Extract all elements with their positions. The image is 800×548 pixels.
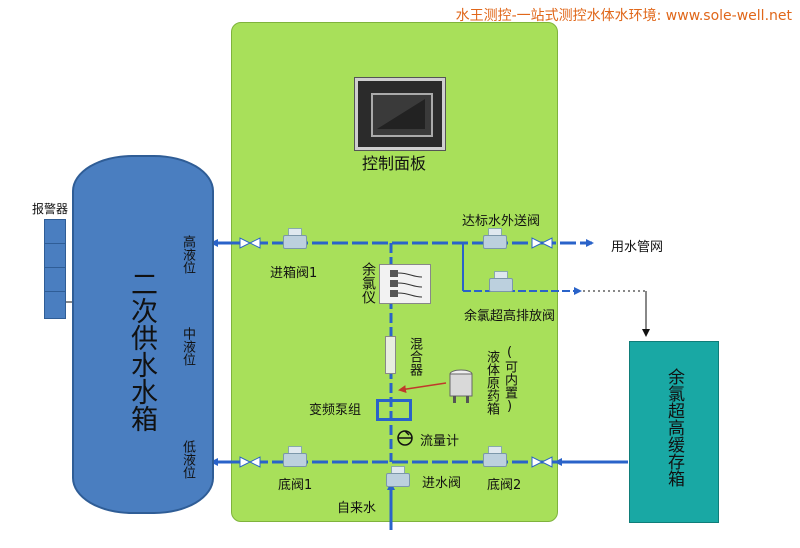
compliant-out-valve-icon (483, 228, 507, 249)
tank-title: 二次供水水箱 (126, 270, 157, 432)
dosing-arrow (398, 382, 447, 394)
bottom-valve-1-label: 底阀1 (278, 478, 313, 493)
valve-icon (531, 456, 553, 468)
user-network-label: 用水管网 (611, 240, 664, 255)
chlorine-meter-icon (379, 264, 431, 304)
buffer-tank-title: 余氯超高缓存箱 (664, 368, 684, 487)
reagent-box-icon (448, 368, 474, 404)
flow-meter-label: 流量计 (420, 434, 460, 449)
mixer-icon (385, 336, 396, 374)
control-panel-label: 控制面板 (362, 154, 427, 173)
inlet-valve-label: 进箱阀1 (270, 266, 318, 281)
bottom-valve-2-icon (483, 446, 507, 467)
mixer-label: 混合器 (407, 337, 422, 376)
high-level-label: 高液位 (180, 235, 195, 274)
watermark: 水王测控-一站式测控水体水环境: www.sole-well.net (455, 8, 792, 24)
pump-group-icon (376, 399, 412, 421)
reagent-box-label: 液体原药箱 (484, 350, 499, 415)
water-in-valve-icon (386, 466, 410, 487)
pump-group-label: 变频泵组 (309, 403, 362, 418)
compliant-out-valve-label: 达标水外送阀 (462, 214, 541, 229)
alarm-label: 报警器 (32, 202, 69, 216)
valve-icon (239, 456, 261, 468)
monitor-icon (355, 78, 445, 150)
tap-water-label: 自来水 (337, 501, 377, 516)
water-in-valve-label: 进水阀 (422, 476, 462, 491)
alarm-icon (44, 219, 66, 319)
valve-icon (239, 237, 261, 249)
secondary-water-tank (72, 155, 214, 514)
drain-valve-icon (489, 271, 513, 292)
bottom-valve-1-icon (283, 446, 307, 467)
mid-level-label: 中液位 (180, 327, 195, 366)
low-level-label: 低液位 (180, 440, 195, 479)
inlet-valve-icon (283, 228, 307, 249)
valve-icon (531, 237, 553, 249)
chlorine-meter-label: 余氯仪 (360, 262, 376, 304)
high-chlorine-drain-label: 余氯超高排放阀 (464, 309, 556, 324)
bottom-valve-2-label: 底阀2 (487, 478, 522, 493)
high-chlorine-buffer-tank (629, 341, 719, 523)
reagent-note-label: (可内置) (502, 345, 517, 414)
